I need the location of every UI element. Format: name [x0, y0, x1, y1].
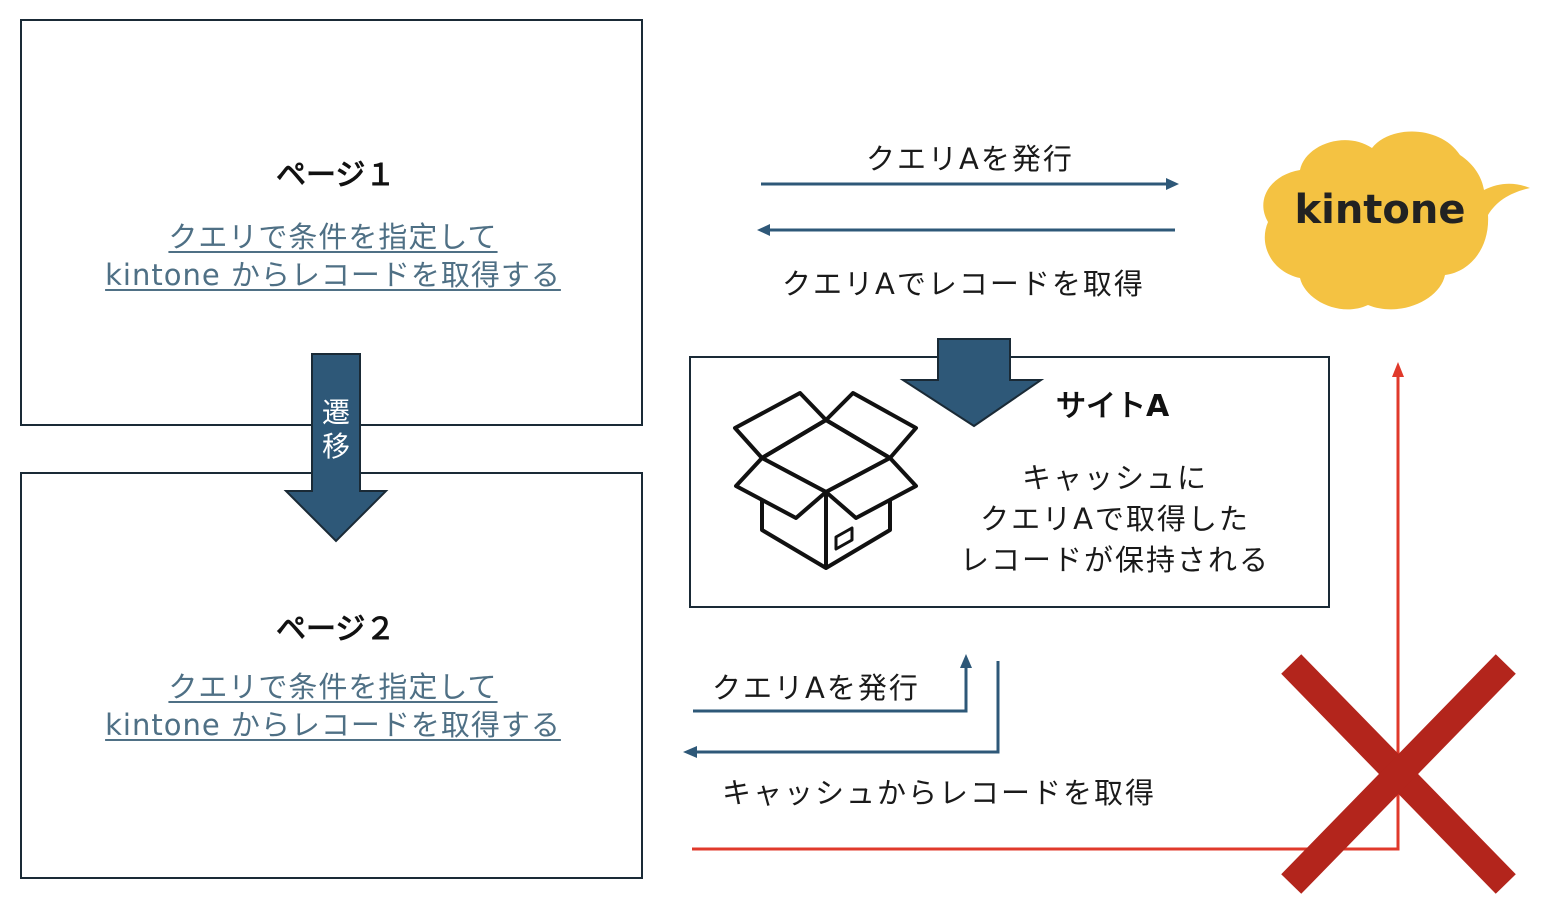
page2-desc-line2: kintone からレコードを取得する: [105, 708, 561, 742]
page1-desc-line2: kintone からレコードを取得する: [105, 258, 561, 292]
site-a-desc-line3: レコードが保持される: [959, 543, 1270, 577]
open-box-icon: [733, 391, 918, 570]
get-records-top-label: クエリAでレコードを取得: [782, 267, 1145, 301]
issue-query-bottom-arrowhead: [960, 654, 972, 668]
page2-box: [20, 472, 643, 879]
site-a-desc-line2: クエリAで取得した: [980, 502, 1250, 536]
cross-icon: [1281, 654, 1516, 894]
transition-label: 遷 移: [314, 396, 358, 464]
page2-title: ページ２: [276, 612, 396, 647]
issue-query-top-arrowhead: [1166, 178, 1179, 190]
blocked-request-line: [692, 376, 1400, 851]
page2-desc-line1: クエリで条件を指定して: [168, 670, 498, 704]
transition-label-line1: 遷: [321, 396, 350, 429]
issue-query-top-label: クエリAを発行: [866, 142, 1074, 176]
get-from-cache-label: キャッシュからレコードを取得: [722, 776, 1157, 810]
page1-description[interactable]: クエリで条件を指定して kintone からレコードを取得する: [70, 218, 596, 294]
issue-query-bottom-label: クエリAを発行: [712, 671, 920, 705]
transition-arrow: [283, 353, 389, 543]
transition-label-line2: 移: [321, 430, 350, 463]
page1-desc-line1: クエリで条件を指定して: [168, 220, 498, 254]
get-records-top-arrowhead: [757, 224, 770, 236]
site-a-description: キャッシュに クエリAで取得した レコードが保持される: [930, 458, 1300, 581]
get-from-cache-arrowhead: [683, 746, 697, 758]
kintone-cloud-icon: [1263, 131, 1530, 310]
issue-query-bottom-arrow: [693, 666, 968, 713]
site-a-desc-line1: キャッシュに: [1021, 461, 1208, 495]
page2-description[interactable]: クエリで条件を指定して kintone からレコードを取得する: [70, 668, 596, 744]
blocked-request-arrowhead: [1392, 362, 1404, 377]
cache-down-arrow: [899, 338, 1045, 428]
site-a-title: サイトA: [1056, 389, 1170, 424]
get-from-cache-arrow: [696, 661, 1000, 754]
page1-title: ページ１: [276, 158, 396, 193]
kintone-logo: kintone: [1294, 187, 1466, 233]
